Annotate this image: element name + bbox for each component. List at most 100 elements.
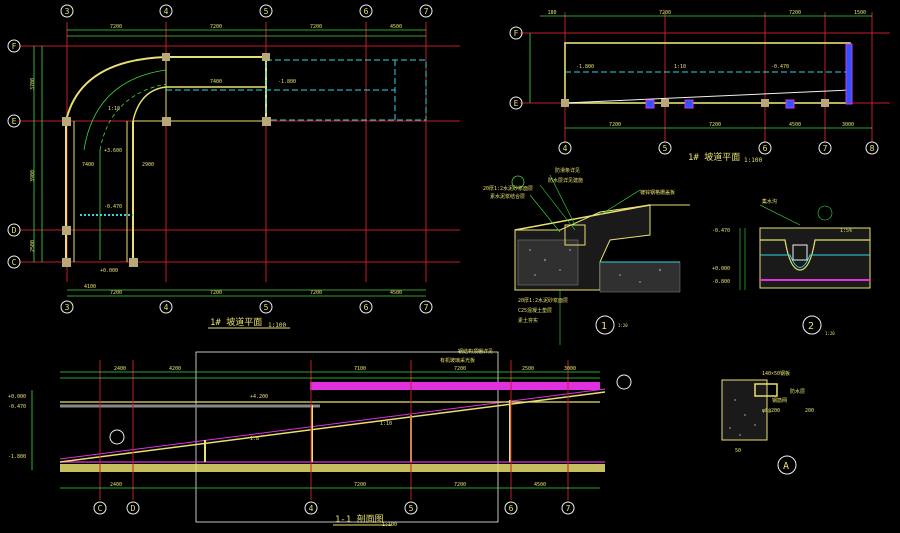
- rplan-col-label: 5: [663, 144, 668, 153]
- detail-a: 140×50钢板 防水层 钢筋网 φ8@200 200 50 A: [721, 370, 814, 475]
- section-grid-label: 5: [409, 504, 414, 513]
- section-level: -1.800: [8, 454, 26, 460]
- dim-text: 3900: [30, 170, 36, 182]
- plan-dim-label: 7400: [210, 79, 222, 85]
- dim-text: 7200: [310, 290, 322, 296]
- detailA-dim: 50: [735, 448, 741, 454]
- dim-text: 4500: [390, 290, 402, 296]
- detail-2: 集水沟 -0.470 +0.000 -0.800 1:5% 2 1:20: [712, 198, 871, 336]
- dim-text: 4100: [84, 284, 96, 290]
- detail1-note: 素土夯实: [518, 317, 538, 324]
- detailA-note: 防水层: [790, 388, 805, 395]
- rplan-level: -1.800: [576, 64, 594, 70]
- dim-text: 7200: [454, 482, 466, 488]
- plan-col-label: 3: [65, 7, 70, 16]
- detail1-note: 防滑条详见: [555, 167, 580, 174]
- section-grid-label: 4: [309, 504, 314, 513]
- plan-col-label: 3: [65, 303, 70, 312]
- section-slope: 1:10: [380, 421, 392, 427]
- section-level: -0.470: [8, 404, 26, 410]
- detail2-note: -0.800: [712, 279, 730, 285]
- plan-scale: 1:100: [268, 322, 286, 329]
- rplan-col-label: 7: [823, 144, 828, 153]
- plan-col-label: 6: [364, 303, 369, 312]
- dim-text: 4500: [390, 24, 402, 30]
- main-plan: 3 4 5 6 7 3 4 5 6 7 F E D C 7200 7200 72…: [7, 4, 460, 329]
- rplan-title: 1# 坡道平面: [688, 151, 740, 163]
- section-grid-label: 7: [566, 504, 571, 513]
- dim-text: 3000: [564, 366, 576, 372]
- dim-text: 7200: [609, 122, 621, 128]
- rplan-col-label: 6: [763, 144, 768, 153]
- plan-row-label: C: [12, 258, 17, 267]
- plan-row-label: F: [12, 42, 17, 51]
- dim-text: 7200: [110, 24, 122, 30]
- right-plan: 4 5 6 7 8 F E 180 7200 7200 1500 7200 72…: [509, 10, 890, 164]
- dim-text: 1500: [854, 10, 866, 16]
- dim-text: 4200: [169, 366, 181, 372]
- plan-level-label: +0.000: [100, 268, 118, 274]
- dim-text: 180: [547, 10, 556, 16]
- detail2-label: 2: [808, 321, 814, 332]
- detail2-note: 集水沟: [762, 198, 777, 205]
- plan-dim-label: 7400: [82, 162, 94, 168]
- rplan-slope: 1:10: [674, 64, 686, 70]
- dim-text: 7200: [659, 10, 671, 16]
- section-level: +4.200: [250, 394, 268, 400]
- rplan-scale: 1:100: [744, 157, 762, 164]
- detail1-callout2: 防水层详见建施: [548, 177, 583, 184]
- detailA-label: A: [783, 461, 789, 472]
- dim-text: 7200: [709, 122, 721, 128]
- detail2-note: +0.000: [712, 266, 730, 272]
- section-grid-label: 6: [509, 504, 514, 513]
- ramp-outer-curve: [65, 56, 266, 122]
- dim-text: 4500: [789, 122, 801, 128]
- plan-level-label: -1.800: [278, 79, 296, 85]
- rplan-col-label: 4: [563, 144, 568, 153]
- plan-slope-label: 1:10: [108, 106, 120, 112]
- detailA-note: 钢筋网: [772, 397, 787, 404]
- section-grid-label: D: [131, 504, 136, 513]
- detail1-label: 1: [601, 321, 607, 332]
- dim-text: 7200: [454, 366, 466, 372]
- plan-title: 1# 坡道平面: [210, 316, 262, 328]
- dim-text: 7200: [354, 482, 366, 488]
- section-grid-label: C: [98, 504, 103, 513]
- section-note: 有机玻璃采光板: [440, 357, 475, 364]
- rplan-row-label: E: [514, 99, 519, 108]
- dim-text: 7200: [210, 24, 222, 30]
- detail-1: 20厚1:2水泥砂浆面层 素水泥浆结合层 防滑条详见 镀锌钢格栅盖板 防水层详见…: [483, 167, 690, 345]
- section-1-1: C D 4 5 6 7 2400 4200 7100 7200 2500 300…: [8, 348, 632, 528]
- dim-text: 7200: [789, 10, 801, 16]
- section-slope: 1:8: [250, 436, 259, 442]
- dim-text: 2500: [30, 240, 36, 252]
- detail1-note: C25混凝土垫层: [518, 307, 552, 314]
- detail1-callout: 镀锌钢格栅盖板: [640, 189, 675, 196]
- dim-text: 7200: [110, 290, 122, 296]
- plan-col-label: 7: [424, 7, 429, 16]
- dim-text: 2500: [522, 366, 534, 372]
- detailA-note: 200: [805, 408, 814, 414]
- plan-level-label: -0.470: [104, 204, 122, 210]
- dim-text: 4500: [534, 482, 546, 488]
- ramp-inner-curve: [132, 86, 266, 122]
- rplan-level: -0.470: [771, 64, 789, 70]
- detailA-note: 140×50钢板: [762, 370, 790, 377]
- dim-text: 2400: [114, 366, 126, 372]
- plan-col-label: 7: [424, 303, 429, 312]
- plan-col-label: 5: [264, 303, 269, 312]
- detail1-note: 素水泥浆结合层: [490, 193, 525, 200]
- dim-text: 7100: [354, 366, 366, 372]
- plan-row-label: D: [12, 226, 17, 235]
- plan-row-label: E: [12, 117, 17, 126]
- dim-text: 7200: [210, 290, 222, 296]
- dim-text: 3700: [30, 78, 36, 90]
- dim-text: 7200: [310, 24, 322, 30]
- detail1-note: 20厚1:2水泥砂浆面层: [518, 297, 568, 304]
- section-title: 1-1 剖面图: [335, 513, 384, 525]
- plan-col-label: 4: [164, 7, 169, 16]
- detail1-note: 20厚1:2水泥砂浆面层: [483, 185, 533, 192]
- plan-col-label: 6: [364, 7, 369, 16]
- rplan-row-label: F: [514, 29, 519, 38]
